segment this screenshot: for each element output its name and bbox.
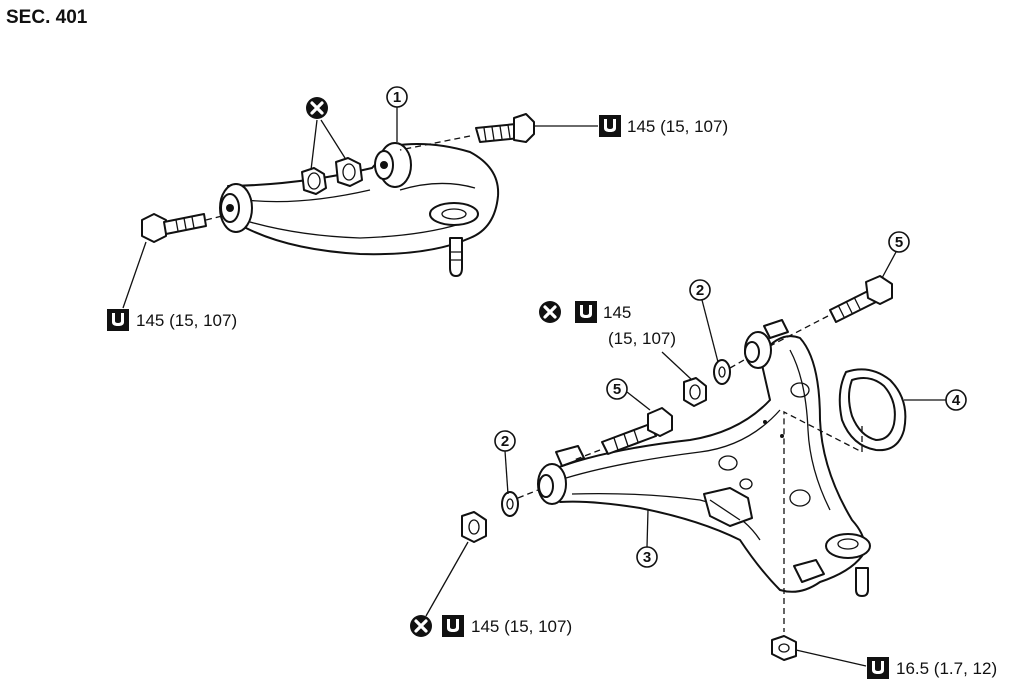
callout-2-upper: 2 [689,279,719,363]
callout-3: 3 [636,509,658,568]
no-reuse-icon [408,613,434,639]
torque-wrench-icon [442,615,464,637]
torque-wrench-icon [107,309,129,331]
svg-text:3: 3 [643,549,651,566]
upper-front-torque-label: 145 (15, 107) [107,241,237,331]
svg-text:1: 1 [393,89,401,106]
callout-5-upper: 5 [881,231,910,279]
svg-text:16.5 (1.7, 12): 16.5 (1.7, 12) [896,659,997,678]
svg-text:145 (15, 107): 145 (15, 107) [627,117,728,136]
bound-stopper [783,368,907,454]
ball-joint-nut [771,448,797,661]
callout-5-lower: 5 [606,378,651,411]
torque-wrench-icon [867,657,889,679]
lower-rear-bolt [769,275,893,347]
callout-2-lower: 2 [494,430,516,495]
svg-text:145: 145 [603,303,631,322]
lower-rear-torque-label: 145 (15, 107) [537,299,693,381]
section-title: SEC. 401 [6,7,88,28]
upper-front-bolt [141,213,223,243]
upper-nuts [301,157,363,195]
no-reuse-icon [304,95,346,171]
svg-text:(15, 107): (15, 107) [608,329,676,348]
svg-text:145 (15, 107): 145 (15, 107) [471,617,572,636]
upper-rear-bolt [399,113,535,151]
svg-text:2: 2 [501,433,509,450]
no-reuse-icon [537,299,563,325]
svg-text:2: 2 [696,282,704,299]
torque-wrench-icon [575,301,597,323]
lower-front-nut-washer [461,489,539,543]
svg-text:145 (15, 107): 145 (15, 107) [136,311,237,330]
callout-4: 4 [904,389,967,411]
lower-front-bolt [573,407,673,461]
lower-rear-nut-washer [683,359,745,407]
svg-text:5: 5 [895,234,903,251]
ball-joint-torque-label: 16.5 (1.7, 12) [795,649,997,679]
lower-link [537,319,871,597]
callout-1: 1 [386,86,408,142]
svg-text:4: 4 [952,392,961,409]
upper-link [219,142,500,277]
upper-rear-torque-label: 145 (15, 107) [534,115,728,137]
lower-front-torque-label: 145 (15, 107) [408,541,572,639]
torque-wrench-icon [599,115,621,137]
svg-text:5: 5 [613,381,621,398]
